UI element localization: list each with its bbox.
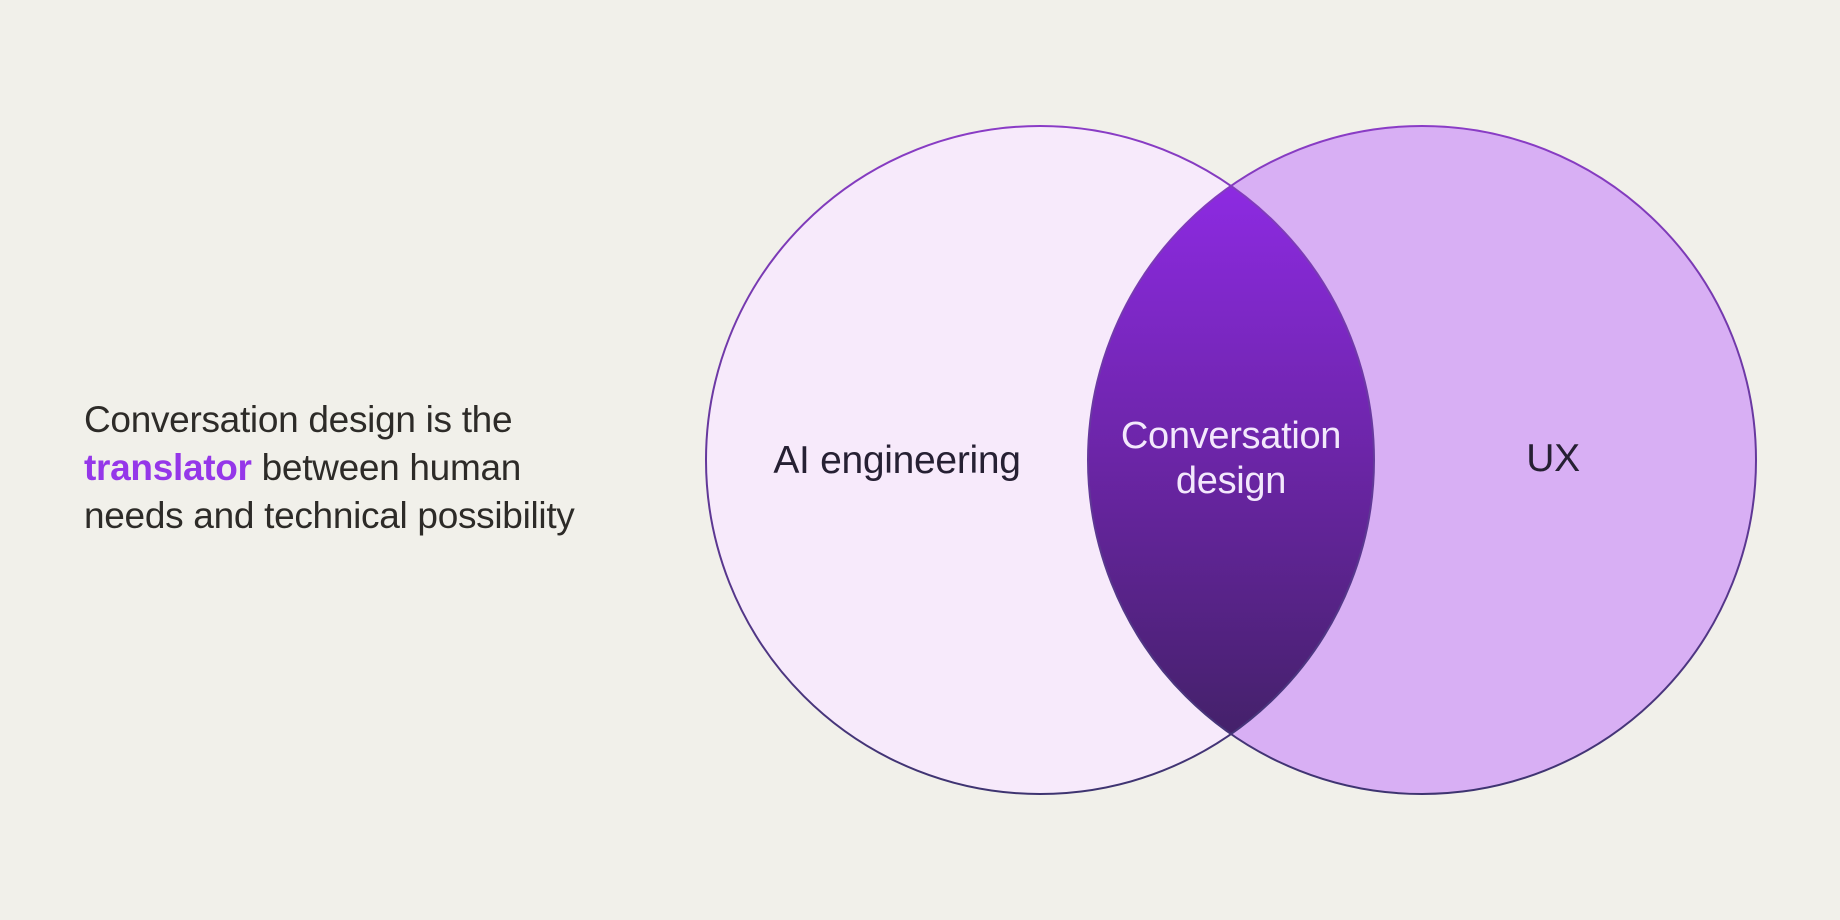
right-circle-outline xyxy=(1087,125,1757,795)
intersection-label-line1: Conversation xyxy=(1120,415,1342,457)
left-circle-outline xyxy=(705,125,1375,795)
intersection-lens xyxy=(1088,126,1374,794)
intersection-label-line2: design xyxy=(1175,460,1287,502)
right-set-label: UX xyxy=(1526,437,1580,480)
intersection-label: Conversation design xyxy=(1120,414,1342,504)
tagline: Conversation design is the translator be… xyxy=(84,396,575,540)
tagline-highlight-word: translator xyxy=(84,447,252,488)
tagline-line3: needs and technical possibility xyxy=(84,495,575,536)
tagline-line2-rest: between human xyxy=(251,447,522,488)
tagline-line1: Conversation design is the xyxy=(84,399,513,440)
left-set-label: AI engineering xyxy=(773,439,1021,482)
